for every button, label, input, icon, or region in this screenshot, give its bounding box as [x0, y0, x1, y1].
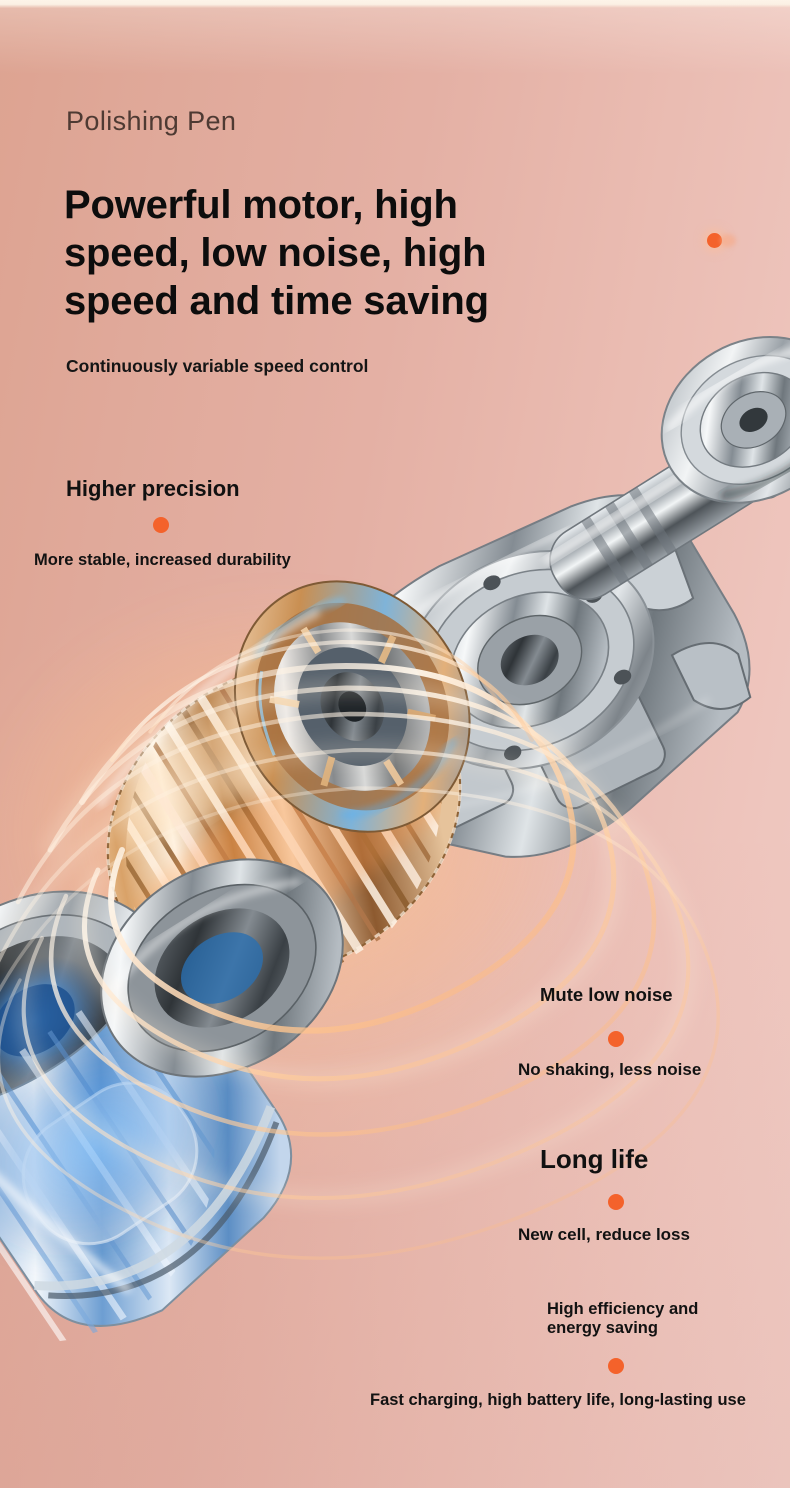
product-eyebrow-title: Polishing Pen	[66, 106, 237, 136]
bullet-dot-long-life	[608, 1194, 624, 1210]
feature-title-precision: Higher precision	[66, 476, 240, 501]
feature-subtitle-mute: No shaking, less noise	[518, 1060, 702, 1079]
feature-title-mute: Mute low noise	[540, 984, 673, 1005]
page-title: Powerful motor, high speed, low noise, h…	[64, 181, 584, 325]
decorative-accent-dot	[707, 233, 722, 248]
feature-title-long-life: Long life	[540, 1144, 649, 1174]
headline-line-1: Powerful motor, high	[64, 183, 458, 227]
top-cream-strip	[0, 0, 790, 8]
bullet-dot-mute	[608, 1031, 624, 1047]
feature-title-efficiency: High efficiency and energy saving	[547, 1300, 699, 1337]
headline-subtitle: Continuously variable speed control	[66, 356, 369, 376]
headline-line-2: speed, low noise, high	[64, 231, 487, 275]
bullet-dot-efficiency	[608, 1358, 624, 1374]
bullet-dot-precision	[153, 517, 169, 533]
feature-subtitle-efficiency: Fast charging, high battery life, long-l…	[370, 1391, 746, 1409]
feature-subtitle-precision: More stable, increased durability	[34, 551, 291, 569]
feature-subtitle-long-life: New cell, reduce loss	[518, 1225, 690, 1244]
headline-line-3: speed and time saving	[64, 279, 489, 323]
